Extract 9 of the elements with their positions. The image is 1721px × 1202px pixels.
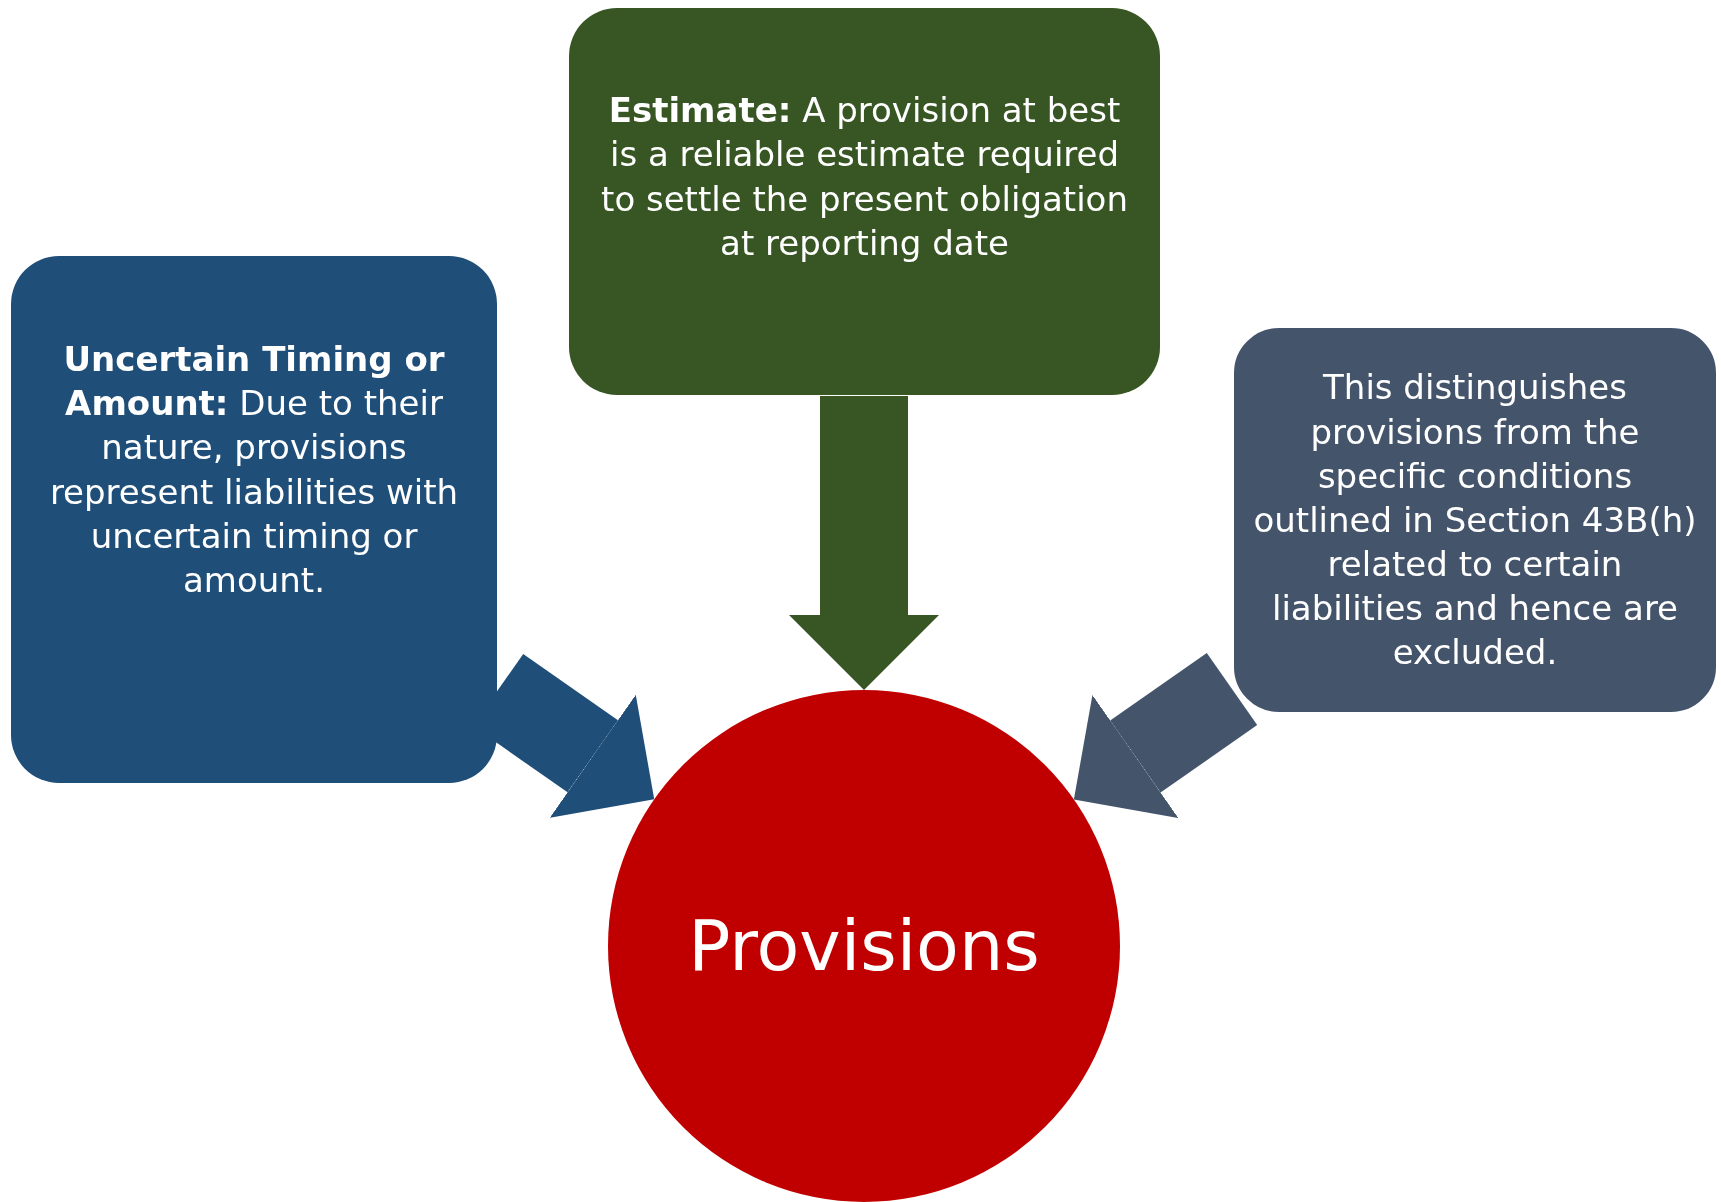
node-text: Estimate: A provision at best is a reliable estimate required to settle the present obligation at reporting date [600,89,1129,265]
rounded-box [569,8,1160,395]
block-arrow [789,396,939,690]
node-text: This distinguishes provisions from the specific conditions outlined in Section 43B(h) related to certain liabilities and hence are excluded. [1252,366,1698,675]
node-text: Uncertain Timing or Amount: Due to their nature, provisions represent liabilities with uncertain timing or amount. [48,337,460,602]
block-arrow [1073,652,1258,818]
rounded-box [1231,325,1719,715]
rounded-box [11,256,497,783]
node-text: Provisions [688,903,1040,989]
